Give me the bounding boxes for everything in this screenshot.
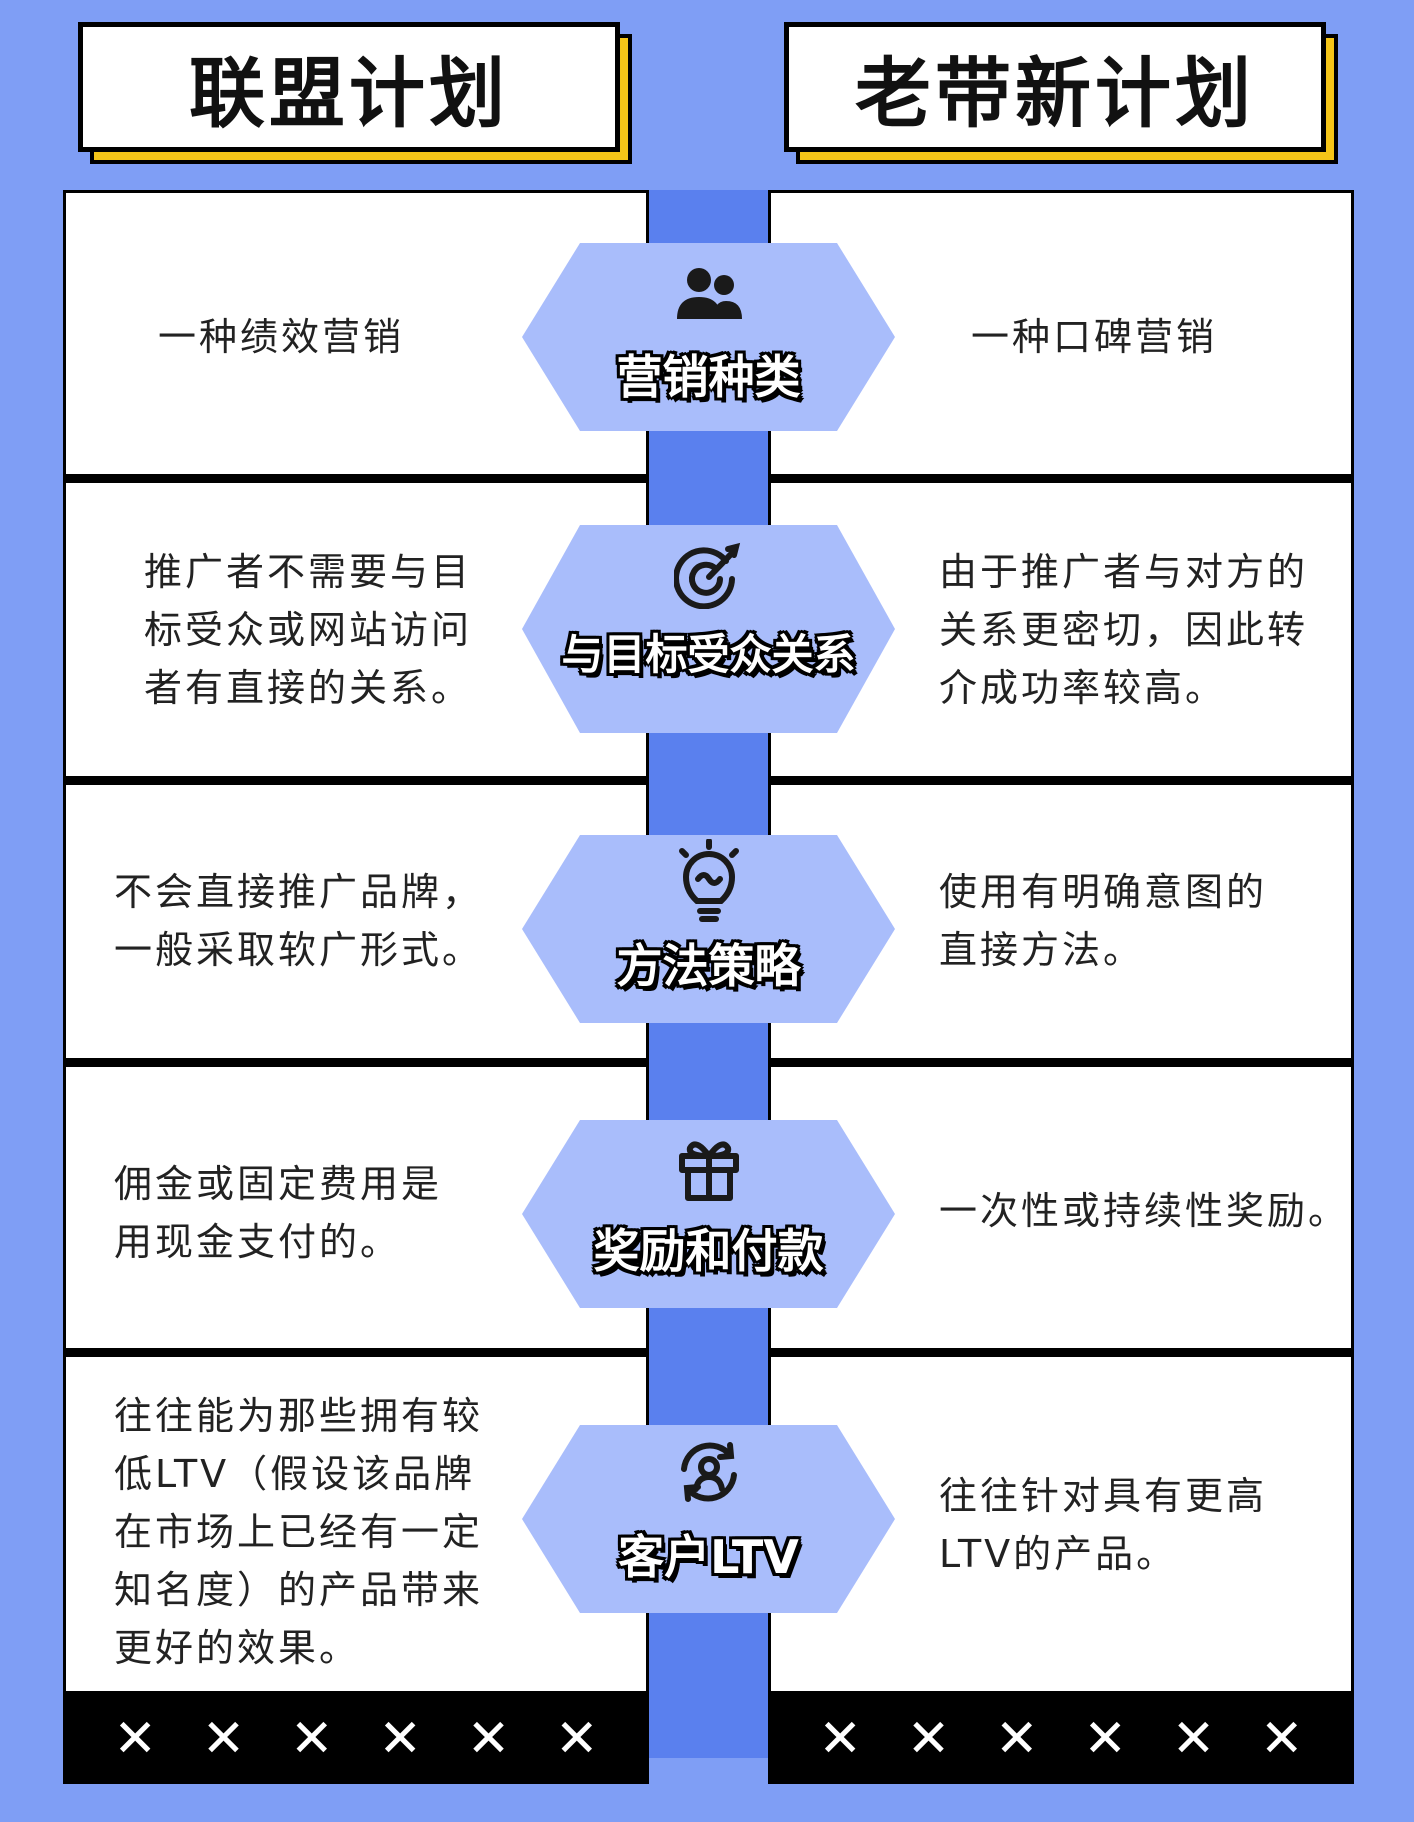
category-label-1: 营销种类: [616, 350, 801, 404]
left-cell-2-line-2: 标受众或网站访问: [144, 608, 473, 652]
left-cell-3-line-1: 不会直接推广品牌，: [114, 870, 484, 914]
cross-mark: ✕: [1260, 1709, 1304, 1769]
left-cell-5-line-2: 低LTV（假设该品牌: [114, 1452, 476, 1496]
left-decor-strip: ✕ ✕ ✕ ✕ ✕ ✕: [63, 1694, 649, 1784]
right-cell-5-line-2: LTV的产品。: [939, 1532, 1178, 1576]
right-cell-2-line-1: 由于推广者与对方的: [939, 550, 1309, 594]
target-icon: [672, 539, 744, 613]
customer-cycle-icon: [674, 1437, 744, 1511]
right-cell-4-line-1: 一次性或持续性奖励。: [939, 1189, 1350, 1233]
left-cell-5-line-1: 往往能为那些拥有较: [114, 1394, 484, 1438]
cross-mark: ✕: [113, 1709, 157, 1769]
title-left-text: 联盟计划: [78, 22, 620, 152]
cross-mark: ✕: [1171, 1709, 1216, 1769]
right-cell-3-line-1: 使用有明确意图的: [939, 870, 1268, 914]
category-badge-rewards: 奖励和付款: [522, 1120, 895, 1308]
category-label-3: 方法策略: [616, 939, 801, 993]
category-label-4: 奖励和付款: [593, 1224, 824, 1278]
cross-mark: ✕: [466, 1709, 511, 1769]
left-cell-2-line-1: 推广者不需要与目: [144, 550, 473, 594]
cross-mark: ✕: [555, 1709, 599, 1769]
gift-icon: [674, 1134, 744, 1208]
category-badge-marketing-type: 营销种类: [522, 243, 895, 431]
category-badge-customer-ltv: 客户LTV: [522, 1425, 895, 1613]
right-cell-2-line-2: 关系更密切，因此转: [939, 608, 1309, 652]
right-decor-strip: ✕ ✕ ✕ ✕ ✕ ✕: [768, 1694, 1354, 1784]
cross-mark: ✕: [378, 1709, 422, 1769]
cross-mark: ✕: [818, 1709, 862, 1769]
right-cell-2-line-3: 介成功率较高。: [939, 666, 1227, 710]
category-badge-audience-relation: 与目标受众关系: [522, 525, 895, 733]
title-right-text: 老带新计划: [784, 22, 1326, 152]
cross-mark: ✕: [995, 1709, 1039, 1769]
left-cell-4-line-2: 用现金支付的。: [114, 1220, 402, 1264]
category-label-5: 客户LTV: [618, 1530, 799, 1584]
left-cell-3-line-2: 一般采取软广形式。: [114, 928, 484, 972]
cross-mark: ✕: [1083, 1709, 1127, 1769]
cross-mark: ✕: [906, 1709, 951, 1769]
right-cell-2: 由于推广者与对方的 关系更密切，因此转 介成功率较高。: [768, 480, 1354, 782]
left-cell-5-line-4: 知名度）的产品带来: [114, 1568, 484, 1612]
left-cell-2-line-3: 者有直接的关系。: [144, 666, 473, 710]
category-badge-strategy: 方法策略: [522, 835, 895, 1023]
lightbulb-icon: [674, 838, 744, 927]
cross-mark: ✕: [290, 1709, 334, 1769]
right-cell-1-line-1: 一种口碑营销: [971, 315, 1218, 359]
users-icon: [674, 265, 744, 329]
right-cell-5-line-1: 往往针对具有更高: [939, 1474, 1268, 1518]
title-referral-program: 老带新计划: [784, 22, 1338, 164]
left-cell-1-line-1: 一种绩效营销: [158, 315, 405, 359]
category-label-2: 与目标受众关系: [561, 630, 856, 679]
left-cell-4-line-1: 佣金或固定费用是: [114, 1162, 443, 1206]
right-cell-3-line-2: 直接方法。: [939, 928, 1145, 972]
cross-mark: ✕: [201, 1709, 246, 1769]
left-cell-5-line-5: 更好的效果。: [114, 1626, 361, 1670]
title-affiliate-program: 联盟计划: [78, 22, 632, 164]
left-cell-5-line-3: 在市场上已经有一定: [114, 1510, 484, 1554]
